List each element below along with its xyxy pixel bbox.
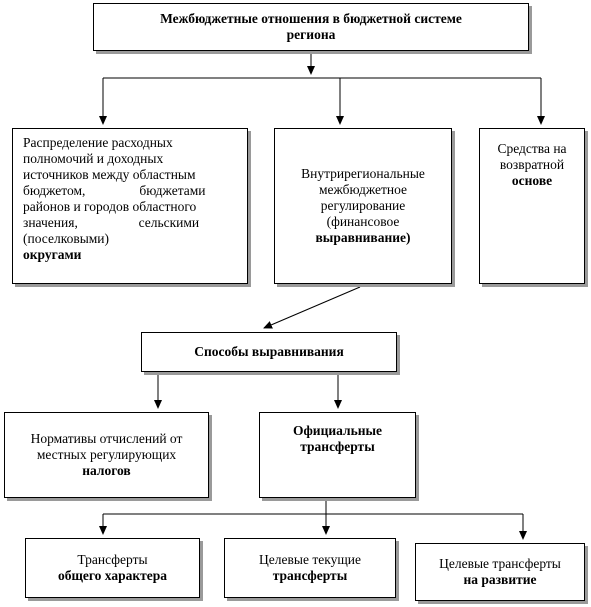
- dist-line-8: округами: [23, 247, 82, 262]
- box-intraregional-regulation: Внутрирегиональные межбюджетное регулиро…: [274, 128, 452, 284]
- norms-line-1: Нормативы отчислений от: [30, 431, 183, 446]
- box-returnable-funds: Средства на возвратной основе: [479, 128, 585, 284]
- general-line-1: Трансферты: [77, 552, 148, 567]
- box-general-transfers: Трансферты общего характера: [25, 538, 200, 598]
- intra-line-4: (финансовое: [326, 214, 400, 229]
- develop-line-1: Целевые трансферты: [439, 556, 561, 571]
- methods-label: Способы выравнивания: [194, 344, 344, 359]
- official-line-1: Официальные: [292, 423, 383, 438]
- official-line-2: трансферты: [300, 439, 375, 454]
- top-line-2: региона: [286, 27, 336, 42]
- return-line-1: Средства на: [497, 141, 567, 156]
- intra-line-5: выравнивание): [315, 230, 411, 245]
- box-official-transfers: Официальные трансферты: [259, 412, 416, 498]
- box-deduction-norms: Нормативы отчислений от местных регулиру…: [4, 412, 209, 498]
- intra-line-1: Внутрирегиональные: [301, 166, 425, 181]
- general-line-2: общего характера: [57, 568, 168, 583]
- top-line-1: Межбюджетные отношения в бюджетной систе…: [160, 11, 462, 26]
- targetcur-line-1: Целевые текущие: [259, 552, 361, 567]
- dist-line-1: Распределение расходных: [23, 135, 173, 150]
- develop-line-2: на развитие: [463, 572, 537, 587]
- dist-line-6: значения, сельскими: [23, 215, 200, 230]
- arrow-to-methods: [263, 286, 361, 329]
- norms-line-3: налогов: [82, 463, 131, 478]
- box-distribution-of-powers: Распределение расходных полномочий и дох…: [12, 128, 248, 284]
- box-equalization-methods: Способы выравнивания: [141, 332, 397, 372]
- dist-line-5: районов и городов областного: [23, 199, 197, 214]
- box-development-transfers: Целевые трансферты на развитие: [415, 543, 585, 601]
- norms-line-2: местных регулирующих: [36, 447, 177, 462]
- intra-line-2: межбюджетное: [319, 182, 407, 197]
- box-target-current-transfers: Целевые текущие трансферты: [224, 538, 396, 598]
- dist-line-2: полномочий и доходных: [23, 151, 164, 166]
- box-interbudget-relations: Межбюджетные отношения в бюджетной систе…: [93, 3, 529, 51]
- targetcur-line-2: трансферты: [272, 568, 348, 583]
- return-line-3: основе: [511, 173, 553, 188]
- return-line-2: возвратной: [499, 157, 565, 172]
- dist-line-3: источников между областным: [23, 167, 196, 182]
- dist-line-4: бюджетом, бюджетами: [23, 183, 206, 198]
- dist-line-7: (поселковыми): [23, 231, 110, 246]
- intra-line-3: регулирование: [320, 198, 406, 213]
